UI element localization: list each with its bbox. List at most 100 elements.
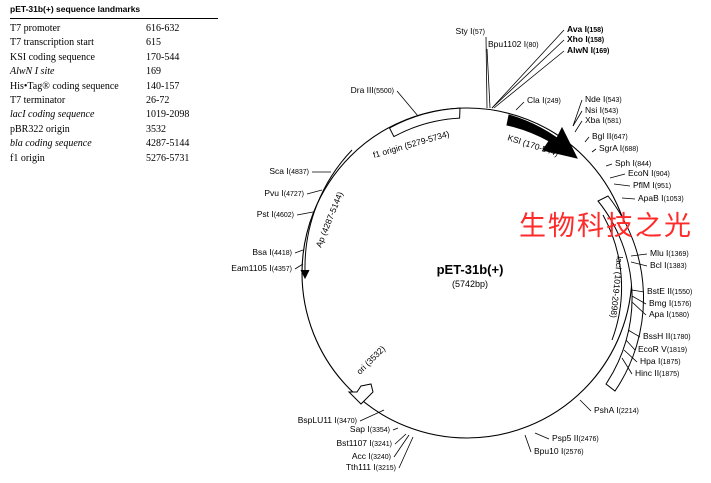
site-label: Cla I(249) xyxy=(527,95,561,105)
site-label: BstE II(1550) xyxy=(647,286,692,296)
site-position: (158) xyxy=(587,27,603,34)
landmark-feature: T7 promoter xyxy=(10,23,61,34)
site-position: (4602) xyxy=(274,212,294,219)
plasmid-size: (5742bp) xyxy=(452,279,488,289)
site-name: Apa I xyxy=(649,309,669,319)
site-position: (844) xyxy=(635,161,651,168)
landmark-range: 140-157 xyxy=(146,80,180,92)
site-name: Dra III xyxy=(351,85,374,95)
site-label: Xba I(581) xyxy=(585,115,621,125)
site-name: Bsa I xyxy=(252,247,271,257)
site-label: Dra III(5500) xyxy=(351,85,394,95)
ap-arrowhead xyxy=(300,269,310,280)
site-label: Hpa I(1875) xyxy=(640,356,681,366)
site-leader-line xyxy=(534,432,550,440)
site-label: AlwN I(169) xyxy=(567,45,609,55)
site-position: (688) xyxy=(622,146,638,153)
site-leader-line xyxy=(515,101,525,111)
site-position: (543) xyxy=(602,108,618,115)
site-name: Sca I xyxy=(269,166,288,176)
site-position: (951) xyxy=(655,183,671,190)
site-leader-line xyxy=(605,163,613,167)
site-name: Cla I xyxy=(527,95,544,105)
site-position: (4837) xyxy=(289,169,309,176)
landmark-feature: pBR322 origin xyxy=(10,123,70,135)
site-leader-line xyxy=(627,329,641,338)
site-name: AlwN I xyxy=(567,45,593,55)
site-position: (1383) xyxy=(667,263,687,270)
landmark-range: 170-544 xyxy=(146,51,180,63)
site-label: Nsi I(543) xyxy=(585,105,618,115)
site-leader-line xyxy=(574,120,583,133)
site-leader-line xyxy=(485,36,488,109)
site-name: EcoR V xyxy=(638,344,667,354)
site-position: (80) xyxy=(526,42,538,49)
landmark-range: 26-72 xyxy=(146,94,170,106)
site-position: (57) xyxy=(473,29,485,36)
laci-box xyxy=(597,195,644,392)
site-name: Sph I xyxy=(615,158,635,168)
site-name: Xba I xyxy=(585,115,605,125)
site-leader-line xyxy=(623,349,638,363)
site-leader-line xyxy=(392,427,399,431)
site-leader-line xyxy=(306,189,323,195)
site-position: (249) xyxy=(544,98,560,105)
landmark-range: 1019-2098 xyxy=(146,109,190,121)
site-position: (169) xyxy=(593,48,609,55)
site-label: Bpu10 I(2576) xyxy=(534,446,584,456)
site-position: (1875) xyxy=(660,359,680,366)
landmark-feature: T7 transcription start xyxy=(10,37,94,49)
site-name: EcoN I xyxy=(628,168,654,178)
site-label: Bmg I(1576) xyxy=(649,298,691,308)
site-label: Sty I(57) xyxy=(456,26,485,36)
site-leader-line xyxy=(630,261,648,267)
site-position: (3354) xyxy=(370,427,390,434)
site-name: PshA I xyxy=(594,405,619,415)
site-leader-line xyxy=(631,295,647,305)
site-leader-line xyxy=(359,409,385,422)
site-label: EcoN I(904) xyxy=(628,168,670,178)
site-label: PshA I(2214) xyxy=(594,405,639,415)
site-position: (3215) xyxy=(376,465,396,472)
site-name: Ava I xyxy=(567,24,587,34)
site-leader-line xyxy=(572,110,583,127)
site-label: Psp5 II(2476) xyxy=(552,433,599,443)
site-label: Bpu1102 I(80) xyxy=(488,39,539,49)
laci-direction-arrow xyxy=(602,214,623,341)
landmark-feature: AlwN I site xyxy=(10,66,55,78)
site-leader-line xyxy=(579,399,592,412)
site-label: Bcl I(1383) xyxy=(650,260,687,270)
landmark-feature: bla coding sequence xyxy=(10,138,92,150)
f1-origin-box xyxy=(388,107,461,138)
site-leader-line xyxy=(621,357,633,375)
site-position: (2214) xyxy=(619,408,639,415)
site-label: EcoR V(1819) xyxy=(638,344,687,354)
site-label: Eam1105 I(4357) xyxy=(231,263,292,273)
feature-label-laci: lacI (1019-2098) xyxy=(609,256,625,319)
site-name: Hpa I xyxy=(640,356,660,366)
site-label: Nde I(543) xyxy=(585,94,622,104)
restriction-sites: Sty I(57)Bpu1102 I(80)Ava I(158)Xho I(15… xyxy=(231,24,692,472)
site-leader-line xyxy=(486,48,491,109)
site-label: Bgl II(647) xyxy=(592,131,628,141)
landmark-range: 615 xyxy=(146,37,161,49)
site-name: Tth111 I xyxy=(346,462,376,472)
landmark-range: 616-632 xyxy=(146,23,180,34)
site-label: Bsa I(4418) xyxy=(252,247,292,257)
site-position: (158) xyxy=(588,37,604,44)
site-name: Bmg I xyxy=(649,298,671,308)
site-name: Pst I xyxy=(257,209,274,219)
site-leader-line xyxy=(396,90,419,117)
site-label: Hinc II(1875) xyxy=(635,368,679,378)
site-name: Bst1107 I xyxy=(336,438,371,448)
site-label: SgrA I(688) xyxy=(599,143,639,153)
landmark-row: T7 promoter 616-632 xyxy=(10,22,220,36)
site-position: (1780) xyxy=(670,334,690,341)
site-leader-line xyxy=(609,173,626,179)
